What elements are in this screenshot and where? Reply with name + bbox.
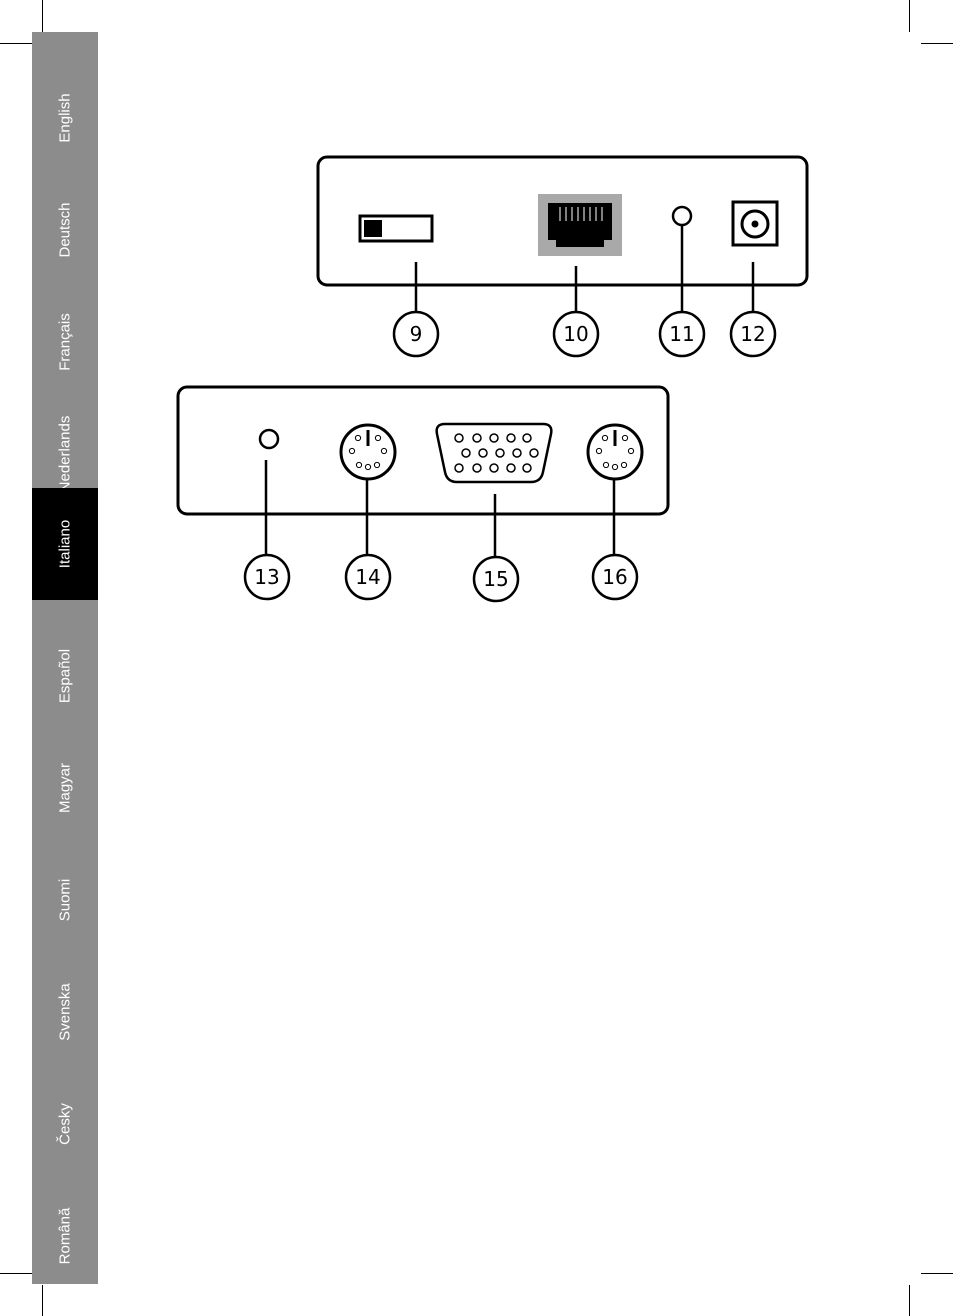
- ps2-port-icon: [341, 425, 395, 479]
- callout-number: 15: [483, 567, 508, 591]
- callout-14: 14: [346, 555, 390, 599]
- dc-power-jack-icon: [733, 202, 777, 245]
- callout-11: 11: [660, 312, 704, 356]
- leader-lines: [266, 460, 614, 557]
- led-indicator-icon: [673, 207, 691, 225]
- led-indicator-icon: [260, 430, 278, 448]
- callout-number: 12: [740, 322, 765, 346]
- callout-number: 10: [563, 322, 588, 346]
- vga-port-icon: [437, 424, 552, 482]
- callout-16: 16: [593, 555, 637, 599]
- callout-9: 9: [394, 312, 438, 356]
- callout-12: 12: [731, 312, 775, 356]
- callout-number: 11: [669, 322, 694, 346]
- callout-number: 14: [355, 565, 380, 589]
- callout-13: 13: [245, 555, 289, 599]
- rj45-port-icon: [538, 194, 622, 256]
- switch-icon: [360, 216, 432, 241]
- callout-number: 9: [410, 322, 423, 346]
- callout-number: 16: [602, 565, 627, 589]
- callout-10: 10: [554, 312, 598, 356]
- callout-15: 15: [474, 557, 518, 601]
- ps2-port-icon: [588, 425, 642, 479]
- callout-number: 13: [254, 565, 279, 589]
